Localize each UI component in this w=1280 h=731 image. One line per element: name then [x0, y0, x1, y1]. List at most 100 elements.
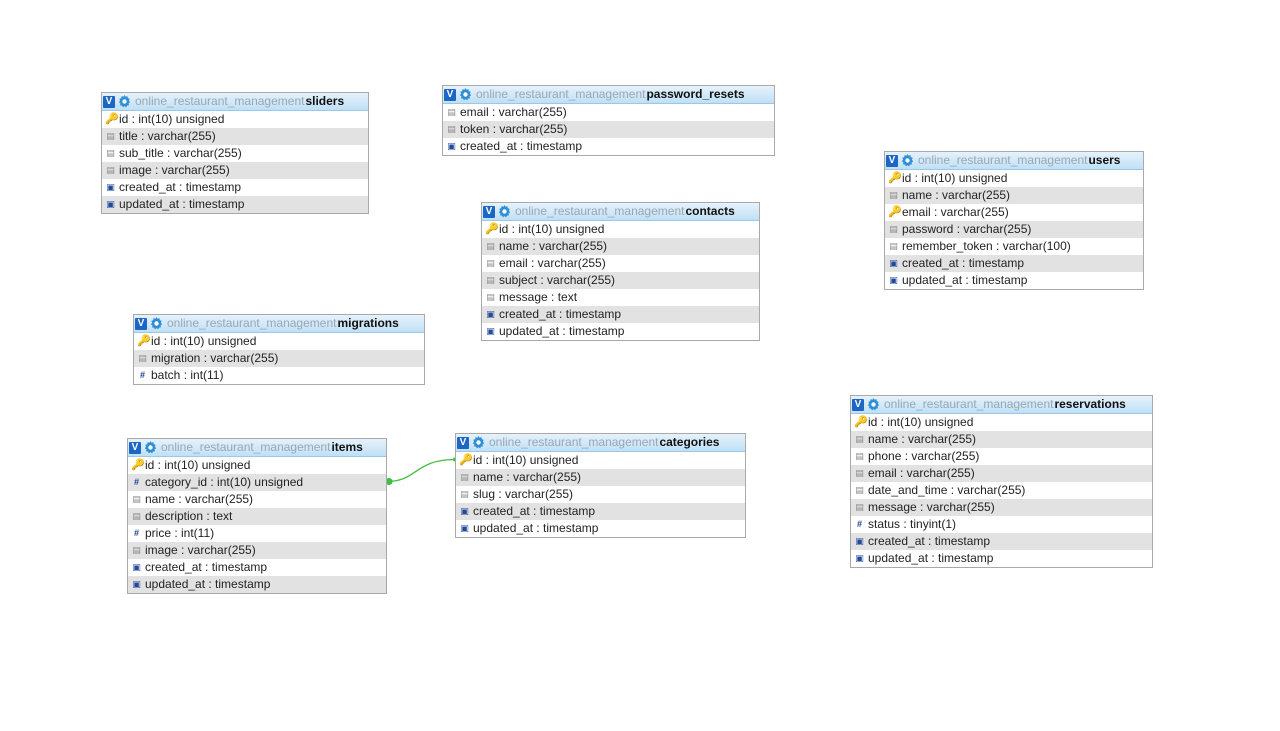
- column-row[interactable]: ▤message : text: [482, 289, 759, 306]
- column-row[interactable]: ▣created_at : timestamp: [851, 533, 1152, 550]
- timestamp-column-icon: ▣: [855, 536, 864, 546]
- column-row[interactable]: ▤title : varchar(255): [102, 128, 368, 145]
- column-row[interactable]: ▤name : varchar(255): [128, 491, 386, 508]
- column-row[interactable]: ▣created_at : timestamp: [885, 255, 1143, 272]
- string-column-icon: ▤: [889, 224, 898, 234]
- column-row[interactable]: #batch : int(11): [134, 367, 424, 384]
- gear-icon[interactable]: [498, 205, 511, 218]
- toggle-collapse-icon[interactable]: V: [135, 317, 147, 330]
- column-row[interactable]: 🔑email : varchar(255): [885, 204, 1143, 221]
- column-row[interactable]: ▣updated_at : timestamp: [482, 323, 759, 340]
- column-row[interactable]: ▣created_at : timestamp: [443, 138, 774, 155]
- column-row[interactable]: ▤ password : varchar(255): [885, 221, 1143, 238]
- column-row[interactable]: #price : int(11): [128, 525, 386, 542]
- toggle-collapse-icon[interactable]: V: [129, 441, 141, 454]
- column-label: image : varchar(255): [145, 543, 256, 557]
- column-row[interactable]: ▤remember_token : varchar(100): [885, 238, 1143, 255]
- column-label: updated_at : timestamp: [902, 273, 1028, 287]
- string-column-icon: ▤: [106, 165, 115, 175]
- column-row[interactable]: ▣created_at : timestamp: [482, 306, 759, 323]
- column-row[interactable]: ▤sub_title : varchar(255): [102, 145, 368, 162]
- column-row[interactable]: ▤date_and_time : varchar(255): [851, 482, 1152, 499]
- gear-icon[interactable]: [459, 88, 472, 101]
- primary-key-icon: 🔑: [854, 416, 868, 428]
- gear-icon[interactable]: [150, 317, 163, 330]
- gear-icon[interactable]: [118, 95, 131, 108]
- numeric-column-icon: #: [856, 519, 862, 529]
- toggle-collapse-icon[interactable]: V: [444, 88, 456, 101]
- column-row[interactable]: ▣created_at : timestamp: [102, 179, 368, 196]
- column-row[interactable]: ▣created_at : timestamp: [456, 503, 745, 520]
- column-row[interactable]: ▤subject : varchar(255): [482, 272, 759, 289]
- toggle-collapse-icon[interactable]: V: [103, 95, 115, 108]
- column-row[interactable]: ▤email : varchar(255): [851, 465, 1152, 482]
- column-row[interactable]: 🔑id : int(10) unsigned: [885, 170, 1143, 187]
- gear-icon[interactable]: [472, 436, 485, 449]
- column-row[interactable]: ▣updated_at : timestamp: [128, 576, 386, 593]
- column-label: date_and_time : varchar(255): [868, 483, 1026, 497]
- column-row[interactable]: ▤slug : varchar(255): [456, 486, 745, 503]
- toggle-collapse-icon[interactable]: V: [457, 436, 469, 449]
- column-row[interactable]: 🔑id : int(10) unsigned: [482, 221, 759, 238]
- column-row[interactable]: #category_id : int(10) unsigned: [128, 474, 386, 491]
- column-row[interactable]: ▤phone : varchar(255): [851, 448, 1152, 465]
- column-row[interactable]: 🔑id : int(10) unsigned: [128, 457, 386, 474]
- database-name: online_restaurant_management: [476, 87, 646, 101]
- column-row[interactable]: 🔑id : int(10) unsigned: [456, 452, 745, 469]
- column-row[interactable]: ▤image : varchar(255): [102, 162, 368, 179]
- column-row[interactable]: ▤email : varchar(255): [482, 255, 759, 272]
- gear-icon[interactable]: [867, 398, 880, 411]
- column-row[interactable]: 🔑id : int(10) unsigned: [134, 333, 424, 350]
- column-row[interactable]: ▤name : varchar(255): [851, 431, 1152, 448]
- numeric-column-icon: #: [133, 477, 139, 487]
- column-row[interactable]: ▣updated_at : timestamp: [102, 196, 368, 213]
- gear-icon[interactable]: [901, 154, 914, 167]
- column-label: updated_at : timestamp: [868, 551, 994, 565]
- toggle-collapse-icon[interactable]: V: [886, 154, 898, 167]
- column-row[interactable]: ▤token : varchar(255): [443, 121, 774, 138]
- column-row[interactable]: ▤name : varchar(255): [885, 187, 1143, 204]
- column-label: remember_token : varchar(100): [902, 239, 1071, 253]
- column-row[interactable]: ▤name : varchar(255): [482, 238, 759, 255]
- primary-key-icon: 🔑: [131, 459, 145, 471]
- toggle-collapse-icon[interactable]: V: [483, 205, 495, 218]
- string-column-icon: ▤: [486, 241, 495, 251]
- column-row[interactable]: ▤name : varchar(255): [456, 469, 745, 486]
- column-row[interactable]: #status : tinyint(1): [851, 516, 1152, 533]
- column-label: id : int(10) unsigned: [499, 222, 605, 236]
- string-column-icon: ▤: [855, 468, 864, 478]
- gear-icon[interactable]: [144, 441, 157, 454]
- column-row[interactable]: 🔑id : int(10) unsigned: [102, 111, 368, 128]
- column-row[interactable]: ▤message : varchar(255): [851, 499, 1152, 516]
- toggle-collapse-icon[interactable]: V: [852, 398, 864, 411]
- column-row[interactable]: ▤description : text: [128, 508, 386, 525]
- column-row[interactable]: ▣updated_at : timestamp: [885, 272, 1143, 289]
- column-row[interactable]: ▣updated_at : timestamp: [456, 520, 745, 537]
- timestamp-column-icon: ▣: [447, 141, 456, 151]
- column-row[interactable]: ▤migration : varchar(255): [134, 350, 424, 367]
- column-row[interactable]: ▣updated_at : timestamp: [851, 550, 1152, 567]
- column-label: token : varchar(255): [460, 122, 568, 136]
- column-label: email : varchar(255): [902, 205, 1009, 219]
- column-row[interactable]: ▤email : varchar(255): [443, 104, 774, 121]
- column-row[interactable]: ▣created_at : timestamp: [128, 559, 386, 576]
- column-row[interactable]: ▤image : varchar(255): [128, 542, 386, 559]
- column-row[interactable]: 🔑id : int(10) unsigned: [851, 414, 1152, 431]
- column-label: password : varchar(255): [902, 222, 1032, 236]
